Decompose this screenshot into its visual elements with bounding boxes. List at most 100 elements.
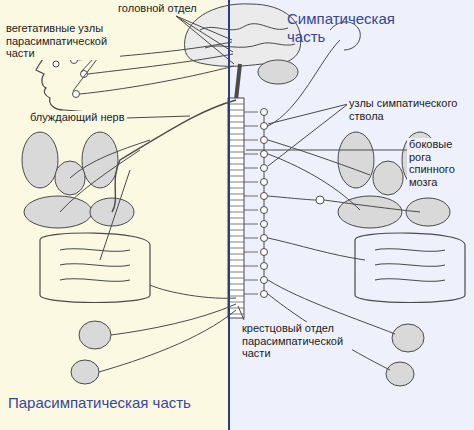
spinal-segment [228,194,244,195]
brain [185,4,301,66]
spinal-segment [228,218,244,219]
part-label: головной отдел [116,2,199,15]
spinal-segment [228,128,244,129]
spinal-segment [228,212,244,213]
bladder [79,321,111,349]
ramus [244,280,258,281]
part-label: крестцовый отдел парасимпатической части [240,322,352,360]
sympathetic-ganglion [261,123,268,130]
lung [338,132,374,188]
spinal-segment [228,224,244,225]
spinal-segment [228,140,244,141]
leader-line [176,16,232,40]
brainstem [236,64,240,100]
lung [22,132,58,188]
leader-line [246,150,408,151]
spinal-cord [228,98,244,318]
leader-line [176,16,234,64]
spinal-segment [228,254,244,255]
spinal-segment [228,248,244,249]
leader-line [268,104,348,166]
sympathetic-ganglion [261,277,268,284]
brain-fold [205,43,295,48]
part-label: боковые рога спинного мозга [407,138,471,189]
sympathetic-ganglion [261,179,268,186]
sympathetic-ganglion [261,151,268,158]
vagus-branch [60,150,140,212]
sympathetic-nerve [268,154,360,210]
spinal-segment [228,164,244,165]
spinal-segment [228,122,244,123]
ramus [244,238,258,239]
ramus [244,266,258,267]
cerebellum [258,60,298,84]
sympathetic-ganglion [261,193,268,200]
spinal-segment [228,236,244,237]
spinal-segment [228,284,244,285]
sympathetic-ganglion [261,235,268,242]
ramus [244,182,258,183]
sympathetic-nerve [324,200,420,212]
leader-line [126,116,190,118]
spinal-segment [228,110,244,111]
ramus [244,126,258,127]
sympathetic-ganglion [261,207,268,214]
genitals [386,362,414,386]
vagus-branch [100,170,130,260]
sympathetic-nerve [268,238,365,260]
spinal-segment [228,290,244,291]
intestines [40,233,150,302]
spinal-segment [228,176,244,177]
leader-line [176,16,233,52]
part-label: вегетативные узлы парасимпатической част… [4,22,120,60]
part-label: блуждающий нерв [28,111,127,124]
cranial-nerve [80,66,234,94]
spinal-segment [228,242,244,243]
prevertebral-ganglion [316,196,324,204]
spinal-segment [228,104,244,105]
leader-line [238,306,244,320]
ramus [244,252,258,253]
leader-line [268,104,348,124]
heart [373,161,403,195]
sacral-nerve [99,310,236,372]
ramus [244,294,258,295]
spinal-segment [228,260,244,261]
divider [228,0,230,430]
spinal-segment [228,302,244,303]
ramus [244,210,258,211]
bladder [392,324,424,352]
spinal-segment [228,296,244,297]
sympathetic-ganglion [261,165,268,172]
spinal-segment [228,206,244,207]
spinal-segment [228,230,244,231]
brain-fold [200,24,288,30]
eye [53,61,59,67]
spinal-segment [228,158,244,159]
sympathetic-ganglion [261,291,268,298]
sympathetic-nerve [268,196,316,200]
sacral-nerve [111,304,236,335]
ramus [244,196,258,197]
sympathetic-ganglion [261,137,268,144]
sympathetic-nerve [268,40,340,126]
liver [338,196,402,228]
spinal-segment [228,272,244,273]
spinal-segment [228,146,244,147]
ramus [244,168,258,169]
spinal-segment [228,152,244,153]
ramus [244,112,258,113]
sympathetic-ganglion [261,109,268,116]
parasympathetic-ganglion [73,91,80,98]
intestines [355,233,465,302]
spinal-segment [228,182,244,183]
spinal-segment [228,278,244,279]
ramus [244,224,258,225]
sympathetic-nerve [268,140,370,175]
sacral-nerve [150,285,236,298]
lung [82,132,118,188]
liver [24,196,92,228]
spinal-segment [228,200,244,201]
